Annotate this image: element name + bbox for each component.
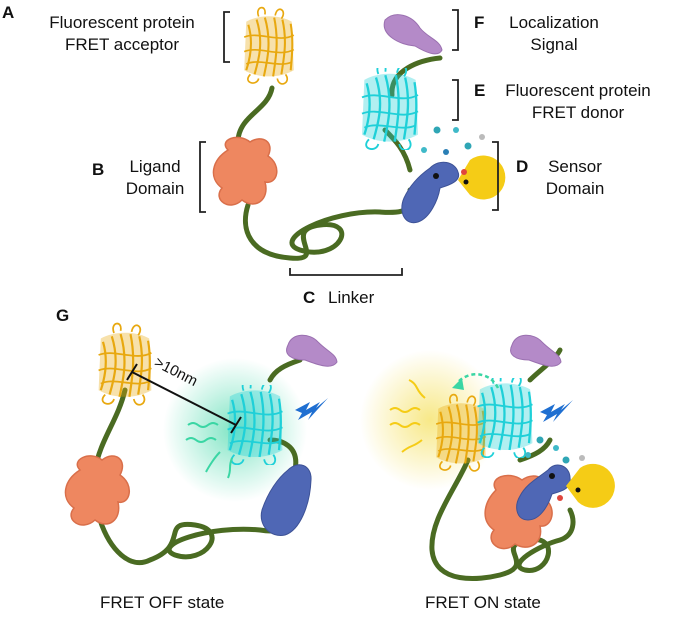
fret-off-construct [64,322,338,566]
acceptor-label-line2: FRET acceptor [64,35,179,54]
ligand-ball-on [566,463,615,508]
donor-label-line1: Fluorescent protein [505,81,651,100]
bracket-donor [452,79,459,121]
localization-label: Localization Signal [494,12,614,56]
top-construct [212,6,506,261]
ligand-domain-off [64,455,130,526]
acceptor-barrel-off [97,322,153,407]
sensor-domain-on [516,464,571,521]
fret-off-caption: FRET OFF state [100,593,225,612]
panel-letter-d: D [516,157,529,176]
localization-label-line1: Localization [509,13,599,32]
linker-chain-top [235,55,443,261]
ligand-label-line1: Ligand [129,157,181,176]
sensor-label-line1: Sensor [548,157,602,176]
panel-letter-f: F [474,13,485,32]
ligand-label: Ligand Domain [110,156,200,200]
bracket-ligand [199,141,206,213]
linker-label: Linker [328,288,375,307]
distance-marker [126,363,242,434]
sensor-label: Sensor Domain [530,156,620,200]
donor-emission-arrows [185,422,233,479]
panel-letter-c: C [303,288,316,307]
bracket-localization [452,9,459,51]
acceptor-label-line1: Fluorescent protein [49,13,195,32]
linker-chain-off [92,357,303,566]
acceptor-emission-arrows [389,379,426,453]
bracket-acceptor [223,11,230,63]
panel-letter-e: E [474,81,486,100]
bracket-linker [289,268,403,276]
sensor-label-line2: Domain [545,179,605,198]
fret-on-construct [360,334,615,582]
panel-letter-a: A [2,3,15,22]
fret-transfer-arrowhead [452,378,464,390]
label-brackets [199,9,499,276]
excitation-lightning-off [295,398,328,420]
panel-letter-b: B [92,160,105,179]
localization-signal-off [286,334,338,367]
acceptor-label: Fluorescent protein FRET acceptor [22,12,222,56]
ligand-domain-top [212,136,278,206]
acceptor-barrel-top [242,6,296,86]
localization-signal-top [383,14,443,55]
donor-label-line2: FRET donor [531,103,625,122]
donor-label: Fluorescent protein FRET donor [488,80,668,124]
analyte-dots-top [421,126,485,155]
localization-signal-on [510,334,562,367]
analyte-dots-on [525,436,585,464]
ligand-ball-top [458,155,506,200]
ligand-label-line2: Domain [125,179,185,198]
sensor-domain-off [260,464,312,536]
excitation-lightning-on [540,400,573,422]
panel-letter-g: G [56,306,70,325]
fret-on-caption: FRET ON state [425,593,541,612]
bracket-sensor [492,141,499,211]
donor-barrel-top [360,68,420,150]
localization-label-line2: Signal [530,35,578,54]
sensor-domain-top [401,161,460,224]
